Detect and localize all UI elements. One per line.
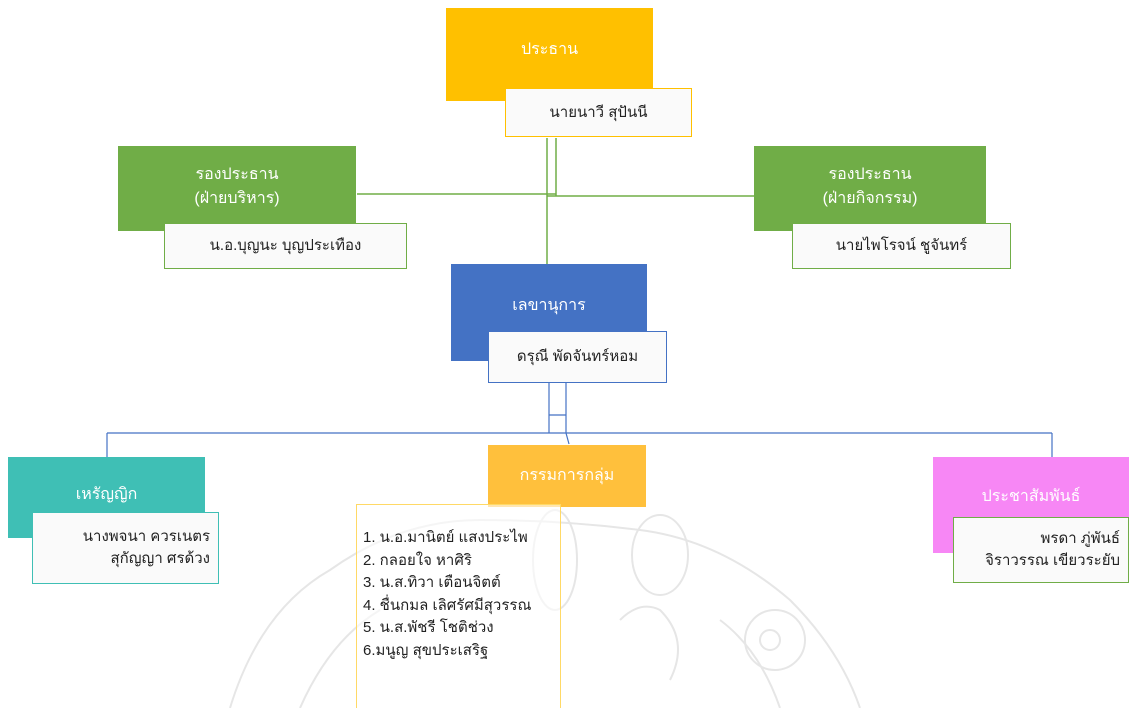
committee-member: 4. ชื่นกมล เลิศรัศมีสุวรรณ xyxy=(363,596,532,614)
treasurer-names: นางพจนา ควรเนตร สุกัญญา ศรด้วง xyxy=(82,528,210,567)
committee-member: 5. น.ส.พัชรี โชติช่วง xyxy=(363,619,494,636)
committee-member: 3. น.ส.ทิวา เตือนจิตต์ xyxy=(363,574,501,591)
pr-names: พรดา ภู่พันธ์ จิราวรรณ เขียวระยับ xyxy=(985,530,1120,569)
committee-title-box: กรรมการกลุ่ม xyxy=(488,445,646,507)
vp-admin-title-box: รองประธาน (ฝ่ายบริหาร) xyxy=(118,146,356,231)
secretary-name: ดรุณี พัดจันทร์หอม xyxy=(516,348,639,366)
committee-member: 2. กลอยใจ หาศิริ xyxy=(363,551,472,569)
treasurer-title: เหรัญญิก xyxy=(75,485,138,503)
committee-member: 6.มนูญ สุขประเสริฐ xyxy=(363,641,489,659)
pr-names-box: พรดา ภู่พันธ์ จิราวรรณ เขียวระยับ xyxy=(953,517,1129,583)
pr-title: ประชาสัมพันธ์ xyxy=(981,488,1081,506)
committee-members-box: 1. น.อ.มานิตย์ แสงประไพ 2. กลอยใจ หาศิริ… xyxy=(356,504,561,708)
secretary-name-box: ดรุณี พัดจันทร์หอม xyxy=(488,331,667,383)
committee-member: 1. น.อ.มานิตย์ แสงประไพ xyxy=(363,529,528,546)
president-name-box: นายนาวี สุปันนี xyxy=(505,88,692,137)
vp-activity-title-box: รองประธาน (ฝ่ายกิจกรรม) xyxy=(754,146,986,231)
president-title: ประธาน xyxy=(520,40,579,58)
vp-activity-title: รองประธาน (ฝ่ายกิจกรรม) xyxy=(822,166,918,207)
president-title-box: ประธาน xyxy=(446,8,653,101)
vp-admin-title: รองประธาน (ฝ่ายบริหาร) xyxy=(194,166,280,207)
treasurer-names-box: นางพจนา ควรเนตร สุกัญญา ศรด้วง xyxy=(32,512,219,584)
vp-activity-name-box: นายไพโรจน์ ชูจันทร์ xyxy=(792,223,1011,269)
committee-title: กรรมการกลุ่ม xyxy=(519,467,615,485)
secretary-title: เลขานุการ xyxy=(512,296,586,314)
vp-activity-name: นายไพโรจน์ ชูจันทร์ xyxy=(835,237,968,255)
committee-member-list: 1. น.อ.มานิตย์ แสงประไพ 2. กลอยใจ หาศิริ… xyxy=(363,527,560,662)
vp-admin-name-box: น.อ.บุญนะ บุญประเทือง xyxy=(164,223,407,269)
vp-admin-name: น.อ.บุญนะ บุญประเทือง xyxy=(209,237,362,255)
president-name: นายนาวี สุปันนี xyxy=(549,103,648,121)
